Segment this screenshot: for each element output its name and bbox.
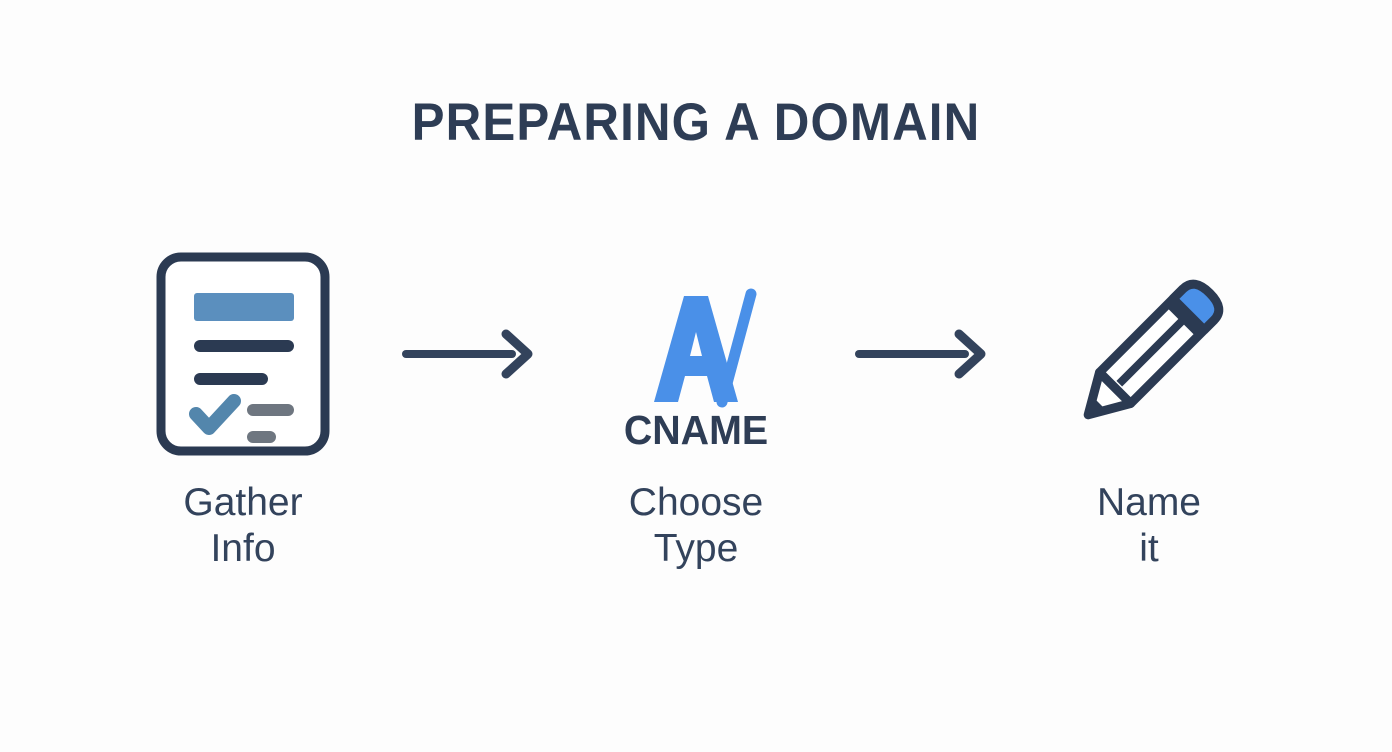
- step-choose-type: CNAME Choose Type: [562, 248, 830, 572]
- pencil-icon: [1049, 254, 1249, 454]
- connector-1: [377, 248, 562, 460]
- step-3-icon-box: [1049, 248, 1249, 460]
- connector-2: [830, 248, 1015, 460]
- cname-text: CNAME: [624, 407, 768, 453]
- process-flow: Gather Info: [0, 248, 1392, 608]
- step-2-label-line2: Type: [653, 527, 739, 570]
- dns-record-type-icon: CNAME: [596, 254, 796, 454]
- step-2-label: Choose Type: [629, 480, 763, 572]
- step-2-label-line1: Choose: [628, 481, 764, 524]
- step-1-label-line1: Gather: [183, 481, 303, 524]
- arrow-right-icon: [400, 326, 540, 382]
- step-3-label-line1: Name: [1096, 481, 1202, 524]
- step-3-label: Name it: [1097, 480, 1201, 572]
- step-gather-info: Gather Info: [109, 248, 377, 572]
- step-name-it: Name it: [1015, 248, 1283, 572]
- step-1-label: Gather Info: [183, 480, 302, 572]
- arrow-right-icon: [853, 326, 993, 382]
- step-1-label-line2: Info: [210, 527, 276, 570]
- page-title: PREPARING A DOMAIN: [411, 93, 981, 152]
- step-1-icon-box: [152, 248, 334, 460]
- step-2-icon-box: CNAME: [596, 248, 796, 460]
- document-checklist-icon: [152, 248, 334, 460]
- step-3-label-line2: it: [1139, 527, 1159, 570]
